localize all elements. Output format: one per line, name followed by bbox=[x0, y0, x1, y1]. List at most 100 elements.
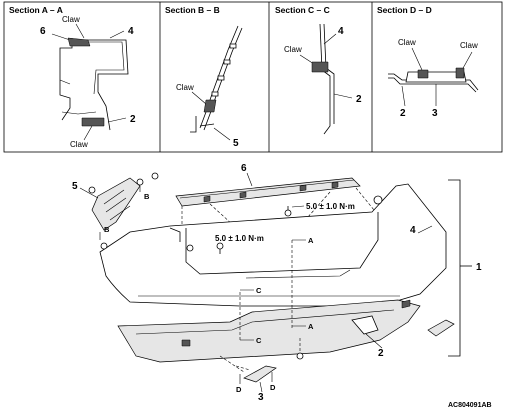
leader-line bbox=[417, 225, 433, 234]
section-a-a: Section A – A Claw 6 4 2 Claw bbox=[9, 5, 136, 149]
marker-arrows bbox=[239, 372, 273, 384]
section-frame bbox=[3, 1, 503, 153]
leader-lines bbox=[51, 23, 127, 141]
clip-icon bbox=[296, 352, 304, 360]
claw-label: Claw bbox=[398, 38, 416, 47]
bracket-profile bbox=[84, 41, 125, 95]
leader-lines bbox=[299, 33, 353, 99]
callout-3: 3 bbox=[432, 108, 438, 119]
bumper-section-profile bbox=[80, 39, 129, 131]
bracket-ribs bbox=[103, 189, 131, 221]
bumper-profile bbox=[323, 23, 335, 124]
bar-clips bbox=[203, 181, 339, 203]
clip-icon bbox=[88, 186, 96, 194]
callout-4: 4 bbox=[338, 26, 344, 37]
claw-label: Claw bbox=[460, 41, 478, 50]
section-marker-c: C bbox=[256, 336, 262, 345]
mount-hole bbox=[186, 244, 194, 252]
section-marker-b: B bbox=[144, 192, 150, 201]
callout-2: 2 bbox=[130, 114, 136, 125]
alignment-lines bbox=[181, 187, 375, 227]
torque-spec: 5.0 ± 1.0 N·m bbox=[215, 234, 264, 243]
claw-label: Claw bbox=[62, 15, 80, 24]
alignment-lines bbox=[219, 355, 251, 373]
bumper-face-outline bbox=[99, 183, 447, 307]
lower-bumper-opening bbox=[351, 315, 379, 335]
assembly-bracket: 1 bbox=[448, 179, 482, 357]
section-title: Section D – D bbox=[377, 5, 432, 15]
claw-shape bbox=[67, 37, 91, 47]
reflector-left bbox=[243, 365, 277, 383]
bar-body bbox=[175, 177, 361, 207]
bumper-face: 4 5.0 ± 1.0 N·m bbox=[99, 183, 447, 307]
section-guides: A A C C bbox=[239, 236, 314, 345]
bumper-section-profile bbox=[59, 38, 73, 121]
side-bracket: 5 B B bbox=[72, 172, 159, 250]
callout-3: 3 bbox=[258, 392, 264, 403]
callout-5: 5 bbox=[72, 181, 78, 192]
section-marker-b: B bbox=[104, 225, 110, 234]
clip-icon bbox=[136, 178, 144, 186]
section-title: Section A – A bbox=[9, 5, 63, 15]
bumper-profile bbox=[319, 23, 331, 135]
lower-bumper-clips bbox=[181, 299, 411, 347]
section-marker-d: D bbox=[270, 383, 276, 392]
detail-lines bbox=[59, 79, 97, 115]
section-marker-d: D bbox=[236, 385, 242, 394]
leader-line bbox=[365, 333, 383, 349]
callout-6: 6 bbox=[40, 26, 46, 37]
lower-bumper-outline bbox=[117, 299, 421, 363]
reinforcement-bar: 6 5.0 ± 1.0 N·m bbox=[175, 163, 361, 217]
lower-bumper-edge bbox=[135, 309, 395, 335]
mount-hole bbox=[373, 195, 383, 205]
claw-label: Claw bbox=[70, 140, 88, 149]
section-c-c: Section C – C Claw 4 2 bbox=[275, 5, 362, 135]
bumper-crease bbox=[245, 269, 351, 279]
claw-label: Claw bbox=[284, 45, 302, 54]
section-b-b: Section B – B Claw 5 bbox=[165, 5, 243, 149]
screw-icon bbox=[284, 209, 292, 217]
section-marker-c: C bbox=[256, 286, 262, 295]
leader-line bbox=[259, 381, 263, 393]
callout-4: 4 bbox=[128, 26, 134, 37]
screw-icon bbox=[216, 242, 224, 250]
clip-icon bbox=[151, 172, 159, 180]
bracket-body bbox=[91, 177, 141, 231]
claw-shape bbox=[311, 61, 329, 73]
callout-5: 5 bbox=[233, 138, 239, 149]
figure-code: AC804091AB bbox=[448, 402, 492, 409]
leader-line bbox=[79, 187, 99, 199]
callout-2: 2 bbox=[356, 94, 362, 105]
leader-lines bbox=[191, 91, 231, 141]
leader-line bbox=[246, 172, 253, 187]
reflector-right bbox=[427, 319, 455, 337]
bumper-tab bbox=[169, 227, 181, 242]
license-recess bbox=[185, 212, 379, 275]
claw-label: Claw bbox=[176, 83, 194, 92]
claw-shape bbox=[203, 99, 217, 113]
clip-icon bbox=[100, 242, 108, 250]
bumper-edge bbox=[190, 116, 215, 133]
section-title: Section C – C bbox=[275, 5, 330, 15]
callout-1: 1 bbox=[476, 262, 482, 273]
callout-6: 6 bbox=[241, 163, 247, 174]
claw-shape bbox=[81, 117, 105, 127]
lower-bumper: 2 bbox=[117, 299, 421, 363]
guide-a-arrows bbox=[292, 239, 306, 327]
section-d-d: Section D – D Claw Claw 2 3 bbox=[377, 5, 479, 119]
section-marker-a: A bbox=[308, 236, 314, 245]
clip-tabs bbox=[211, 43, 237, 97]
claw-shape bbox=[417, 67, 465, 79]
assembly-bracket-line bbox=[448, 179, 461, 357]
section-title: Section B – B bbox=[165, 5, 220, 15]
exploded-view: 6 5.0 ± 1.0 N·m 4 5.0 ± 1.0 N·m bbox=[72, 163, 492, 409]
guide-c-arrows bbox=[240, 289, 254, 341]
bar-detail bbox=[179, 179, 355, 199]
callout-2: 2 bbox=[378, 348, 384, 359]
section-marker-a: A bbox=[308, 322, 314, 331]
bumper-lower-profile bbox=[388, 73, 479, 93]
leader-line bbox=[291, 205, 305, 208]
callout-2: 2 bbox=[400, 108, 406, 119]
torque-spec: 5.0 ± 1.0 N·m bbox=[306, 202, 355, 211]
